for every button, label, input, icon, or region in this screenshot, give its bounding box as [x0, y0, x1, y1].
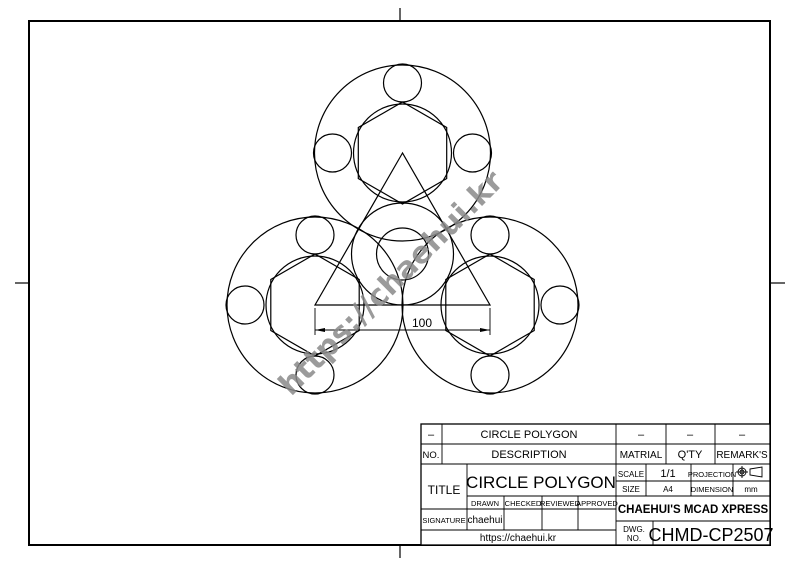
size-label: SIZE — [622, 485, 640, 494]
small-circle — [540, 285, 580, 325]
row1-qty: – — [687, 429, 694, 441]
title-block: – CIRCLE POLYGON – – – NO. DESCRIPTION M… — [420, 423, 774, 546]
header-no: NO. — [423, 450, 440, 461]
center-inner-circle — [375, 227, 430, 281]
small-circle — [452, 133, 493, 173]
signature-drawn: chaehui — [467, 515, 502, 526]
title-label: TITLE — [428, 483, 461, 497]
inner-circle — [352, 103, 453, 203]
dwg-no-label-2: NO. — [627, 534, 641, 543]
drawing-title: CIRCLE POLYGON — [466, 473, 616, 492]
scale-value: 1/1 — [660, 468, 675, 480]
outer-circle — [226, 216, 404, 394]
outer-circle — [313, 64, 492, 242]
role-approved: APPROVED — [576, 499, 618, 508]
small-circle — [295, 215, 335, 255]
signature-label: SIGNATURE — [422, 516, 465, 525]
outer-circle — [401, 216, 579, 394]
scale-label: SCALE — [618, 470, 644, 479]
dimension-unit: mm — [744, 485, 758, 494]
dimension-text: 100 — [412, 316, 432, 330]
role-reviewed: REVIEWED — [540, 499, 581, 508]
header-qty: Q'TY — [678, 449, 703, 461]
role-drawn: DRAWN — [471, 499, 499, 508]
dimension-label: DIMENSION — [691, 485, 734, 494]
small-circle — [470, 355, 510, 395]
small-circle — [470, 215, 510, 255]
inner-circle — [440, 255, 540, 355]
dwg-no-label-1: DWG. — [623, 525, 645, 534]
circle-polygon-geometry — [225, 63, 580, 395]
hexagon — [357, 101, 448, 205]
dwg-no: CHMD-CP2507 — [648, 525, 773, 545]
center-marks — [15, 8, 785, 558]
header-description: DESCRIPTION — [491, 449, 566, 461]
third-angle-projection-icon — [736, 466, 763, 478]
company-name: CHAEHUI'S MCAD XPRESS — [618, 504, 769, 516]
projection-label: PROJECTION — [688, 470, 736, 479]
row1-no: – — [428, 429, 435, 441]
url-text: https://chaehui.kr — [480, 533, 557, 544]
small-circle — [295, 355, 335, 395]
small-circle — [382, 63, 423, 103]
row1-description: CIRCLE POLYGON — [481, 429, 578, 441]
size-value: A4 — [663, 485, 673, 494]
header-material: MATRIAL — [620, 450, 663, 461]
watermark: https://chaehui.kr — [272, 164, 511, 403]
row1-material: – — [638, 429, 645, 441]
role-checked: CHECKED — [505, 499, 542, 508]
dimension-100: 100 — [314, 308, 491, 335]
small-circle — [312, 133, 353, 173]
row1-remarks: – — [739, 429, 746, 441]
header-remarks: REMARK'S — [716, 450, 768, 461]
small-circle — [225, 285, 265, 325]
inner-circle — [265, 255, 365, 355]
